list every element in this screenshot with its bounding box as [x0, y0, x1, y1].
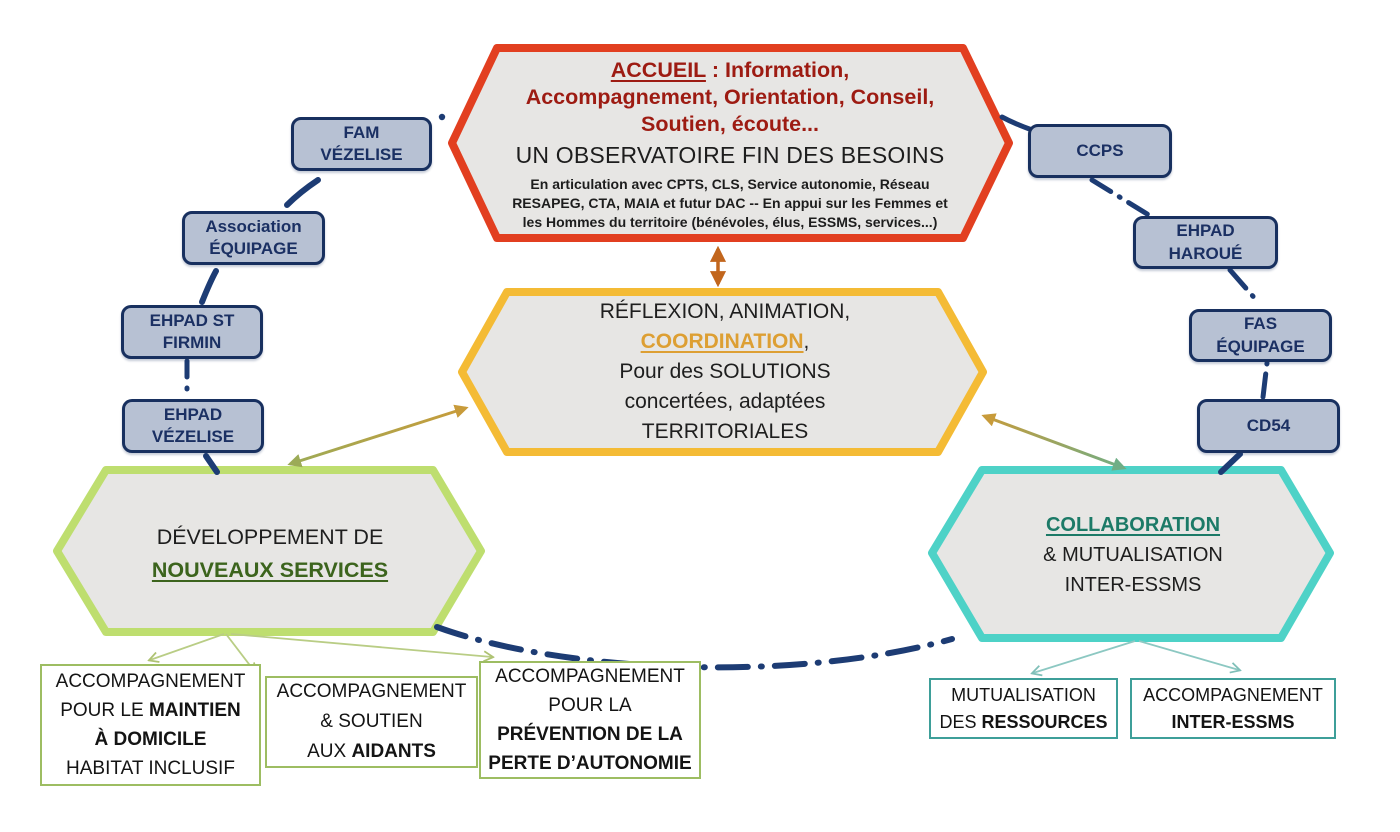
chip-line: Association [205, 216, 302, 236]
chip-line: EHPAD ST [149, 310, 235, 330]
connector-vezelise-services [203, 453, 220, 475]
note-line-part-bold: AIDANTS [351, 741, 436, 762]
collaboration-hexagon-text: COLLABORATION & MUTUALISATION INTER-ESSM… [987, 510, 1279, 600]
accueil-detail-line2: RESAPEG, CTA, MAIA et futur DAC -- En ap… [512, 195, 948, 211]
services-hexagon-text: DÉVELOPPEMENT DE NOUVEAUX SERVICES [97, 521, 443, 587]
accueil-title: ACCUEIL : Information, [455, 57, 1005, 84]
outcome-box-soutien-aidants: ACCOMPAGNEMENT & SOUTIEN AUX AIDANTS [265, 676, 478, 768]
arrow-coordination-services [287, 404, 469, 468]
partner-chip-fas-equipage: FAS ÉQUIPAGE [1189, 309, 1332, 362]
note-line: DES RESSOURCES [939, 709, 1107, 736]
chip-line: VÉZELISE [320, 145, 403, 164]
accueil-title-rest: : Information, [705, 58, 850, 82]
note-line: PERTE D’AUTONOMIE [488, 749, 691, 778]
accueil-hexagon [448, 44, 1013, 242]
services-line2: NOUVEAUX SERVICES [97, 554, 443, 587]
note-line-part-bold: PERTE D’AUTONOMIE [488, 753, 692, 774]
note-line-part-bold: INTER-ESSMS [1171, 711, 1295, 732]
connector-haroue-fas [1227, 267, 1261, 305]
note-line-part: DES [939, 711, 982, 732]
collaboration-line2: & MUTUALISATION [1043, 544, 1223, 566]
note-line: ACCOMPAGNEMENT [1143, 684, 1323, 705]
outcome-box-mutualisation-ressources: MUTUALISATION DES RESSOURCES [929, 678, 1118, 739]
note-line: HABITAT INCLUSIF [66, 758, 235, 779]
partner-chip-ehpad-haroue: EHPAD HAROUÉ [1133, 216, 1278, 269]
connector-cd54-collaboration [1218, 451, 1243, 475]
chip-line: HAROUÉ [1168, 243, 1243, 263]
coordination-line2: COORDINATION, [512, 327, 938, 357]
partner-chip-fam-vezelise: FAM VÉZELISE [291, 117, 432, 171]
accueil-line2: Accompagnement, Orientation, Conseil, [525, 85, 935, 109]
coordination-keyword: COORDINATION [640, 330, 804, 353]
note-line: ACCOMPAGNEMENT [55, 671, 246, 692]
connector-fas-cd54 [1260, 360, 1270, 400]
accueil-line3: Soutien, écoute... [641, 112, 819, 136]
note-line: ACCOMPAGNEMENT [495, 666, 685, 687]
connector-association-stfirmin [199, 268, 219, 305]
coordination-hexagon-text: RÉFLEXION, ANIMATION, COORDINATION, Pour… [512, 297, 938, 447]
arrow-services-box3 [230, 633, 492, 657]
coordination-line5: TERRITORIALES [641, 420, 809, 443]
collaboration-line3: INTER-ESSMS [1064, 574, 1202, 596]
chip-line: CCPS [1076, 140, 1124, 160]
chip-line: ÉQUIPAGE [209, 239, 298, 258]
coordination-hexagon [458, 288, 987, 456]
partner-chip-ehpad-vezelise: EHPAD VÉZELISE [122, 399, 264, 453]
coordination-line1: RÉFLEXION, ANIMATION, [599, 300, 851, 323]
note-line: MUTUALISATION [951, 684, 1096, 705]
outcome-box-maintien-domicile: ACCOMPAGNEMENT POUR LE MAINTIEN À DOMICI… [40, 664, 261, 786]
arrow-coordination-collaboration [981, 413, 1127, 471]
note-line: POUR LA [548, 695, 632, 716]
partner-chip-association-equipage: Association ÉQUIPAGE [182, 211, 325, 265]
connector-dot [438, 113, 446, 121]
coordination-line3: Pour des SOLUTIONS [619, 360, 831, 383]
connector-ccps-haroue [1089, 177, 1155, 220]
note-line: ACCOMPAGNEMENT [276, 681, 467, 702]
accueil-hexagon-text: ACCUEIL : Information, Accompagnement, O… [455, 57, 1005, 232]
coordination-line4: concertées, adaptées [624, 390, 826, 413]
note-line: PRÉVENTION DE LA [497, 720, 683, 749]
chip-line: FAS [1243, 314, 1278, 334]
chip-line: FIRMIN [162, 333, 222, 352]
connector-fam-association [284, 177, 321, 208]
collaboration-keyword: COLLABORATION [1045, 514, 1221, 536]
note-line: & SOUTIEN [320, 711, 423, 732]
arrow-collaboration-box2 [1138, 640, 1239, 670]
services-line1: DÉVELOPPEMENT DE [156, 525, 384, 549]
note-line-part-bold: RESSOURCES [981, 711, 1108, 732]
accueil-detail-line1: En articulation avec CPTS, CLS, Service … [530, 176, 930, 192]
note-line-part-bold: À DOMICILE [94, 729, 207, 750]
coordination-keyword-suffix: , [803, 330, 810, 353]
accueil-keyword: ACCUEIL [610, 58, 706, 82]
outcome-box-accompagnement-inter-essms: ACCOMPAGNEMENT INTER-ESSMS [1130, 678, 1336, 739]
accueil-detail-line3: les Hommes du territoire (bénévoles, élu… [522, 214, 938, 230]
collaboration-line1: COLLABORATION [987, 510, 1279, 540]
partner-chip-ccps: CCPS [1028, 124, 1172, 178]
note-line: AUX AIDANTS [307, 737, 436, 767]
note-line-part-bold: MAINTIEN [148, 700, 241, 721]
partner-chip-cd54: CD54 [1197, 399, 1340, 453]
accueil-subtitle: UN OBSERVATOIRE FIN DES BESOINS [515, 142, 945, 168]
chip-line: EHPAD [163, 404, 223, 424]
services-keyword: NOUVEAUX SERVICES [151, 558, 389, 582]
chip-line: EHPAD [1176, 221, 1235, 241]
chip-line: CD54 [1246, 415, 1291, 435]
chip-line: VÉZELISE [151, 427, 235, 446]
note-line-part-bold: PRÉVENTION DE LA [497, 724, 683, 745]
note-line-part: POUR LE [60, 700, 149, 721]
arrow-collaboration-box1 [1033, 640, 1136, 673]
chip-line: FAM [343, 122, 380, 142]
partner-chip-ehpad-st-firmin: EHPAD ST FIRMIN [121, 305, 263, 359]
chip-line: ÉQUIPAGE [1216, 336, 1305, 356]
arrow-services-box1 [150, 633, 225, 660]
note-line: POUR LE MAINTIEN [60, 696, 241, 725]
note-line-part: AUX [307, 741, 352, 762]
note-line: À DOMICILE [95, 725, 207, 754]
outcome-box-prevention-autonomie: ACCOMPAGNEMENT POUR LA PRÉVENTION DE LA … [479, 661, 701, 779]
note-line: INTER-ESSMS [1171, 709, 1294, 736]
services-hexagon [53, 466, 485, 636]
